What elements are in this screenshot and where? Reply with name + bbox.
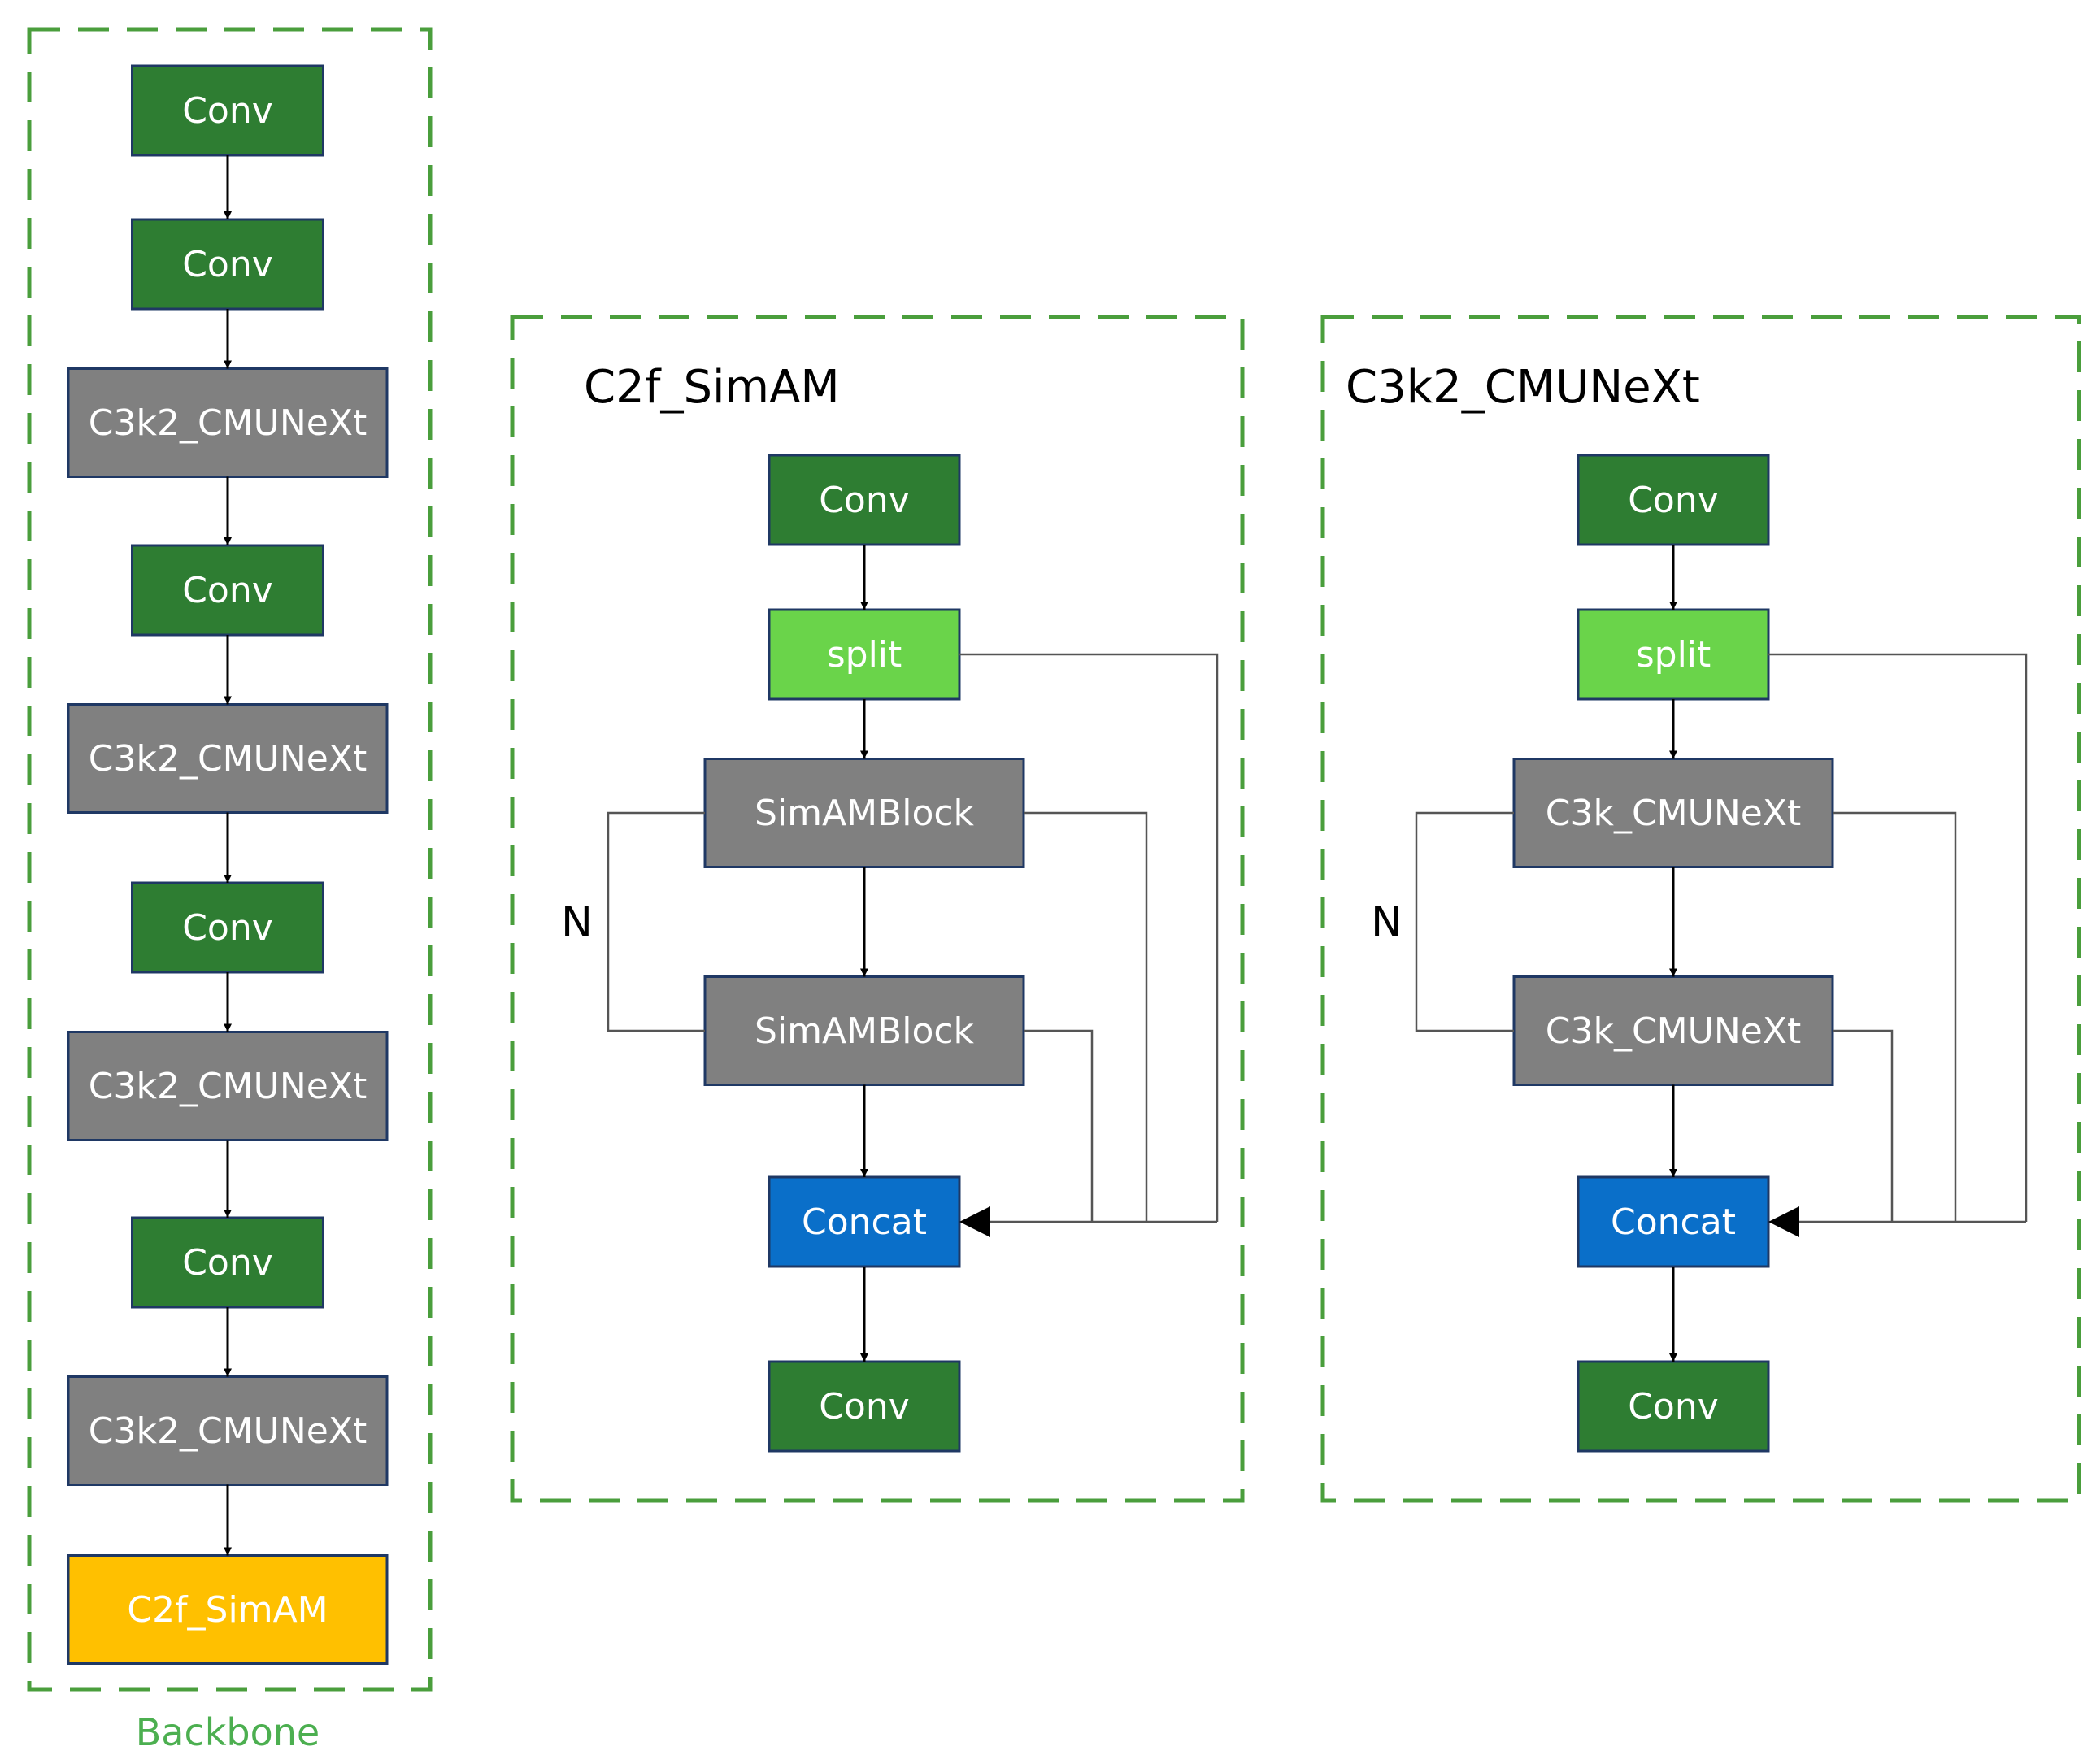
- module-1-title: C3k2_CMUNeXt: [1346, 361, 1700, 414]
- backbone-block-6: C3k2_CMUNeXt: [67, 1031, 389, 1141]
- module-0-block-1: SimAMBlock: [703, 758, 1025, 868]
- backbone-block-1: Conv: [131, 218, 324, 311]
- backbone-block-8-rect: [67, 1375, 389, 1486]
- module-0-block-2: SimAMBlock: [703, 975, 1025, 1086]
- backbone-block-5: Conv: [131, 881, 324, 974]
- backbone-block-7-label: Conv: [182, 1242, 273, 1284]
- backbone-frame: [27, 27, 433, 1692]
- backbone-block-0: Conv: [131, 64, 324, 157]
- module-1-block-1-label: C3k_CMUNeXt: [1546, 793, 1801, 834]
- backbone-block-2: C3k2_CMUNeXt: [67, 367, 389, 478]
- module-0-block-2-label: SimAMBlock: [755, 1010, 975, 1052]
- backbone-caption: Backbone: [136, 1710, 320, 1754]
- module-0-conv-bottom-label: Conv: [819, 1386, 910, 1427]
- module-0-repeat-label: N: [561, 898, 593, 947]
- backbone-block-5-rect: [131, 881, 324, 974]
- module-0-frame: [510, 315, 1245, 1503]
- backbone-block-3-label: Conv: [182, 570, 273, 611]
- backbone-block-8: C3k2_CMUNeXt: [67, 1375, 389, 1486]
- backbone-block-6-rect: [67, 1031, 389, 1141]
- module-0-repeat-loop: [607, 811, 705, 1032]
- module-1-block-1-rect: [1512, 758, 1834, 868]
- module-1-skip-split: [1768, 653, 2028, 1222]
- module-0-split-label: split: [827, 634, 902, 676]
- backbone-block-9-rect: [67, 1554, 389, 1665]
- module-0-conv-bottom: Conv: [768, 1360, 961, 1453]
- module-0-skip-block1: [1024, 811, 1148, 1222]
- module-0-title: C2f_SimAM: [584, 361, 840, 414]
- backbone-block-7-rect: [131, 1216, 324, 1309]
- module-1-block-2: C3k_CMUNeXt: [1512, 975, 1834, 1086]
- module-1-conv-bottom: Conv: [1577, 1360, 1770, 1453]
- module-1-block-2-label: C3k_CMUNeXt: [1546, 1010, 1801, 1052]
- backbone-block-0-label: Conv: [182, 90, 273, 132]
- module-1-split: split: [1577, 608, 1770, 701]
- backbone-block-6-label: C3k2_CMUNeXt: [89, 1066, 367, 1107]
- module-1-conv-top: Conv: [1577, 454, 1770, 546]
- backbone-block-9: C2f_SimAM: [67, 1554, 389, 1665]
- module-0-split-rect: [768, 608, 961, 701]
- backbone-block-7: Conv: [131, 1216, 324, 1309]
- module-0-split: split: [768, 608, 961, 701]
- module-0-block-2-rect: [703, 975, 1025, 1086]
- backbone-block-4-label: C3k2_CMUNeXt: [89, 738, 367, 780]
- backbone-block-5-label: Conv: [182, 907, 273, 949]
- module-0-concat: Concat: [768, 1175, 961, 1268]
- module-1-split-label: split: [1636, 634, 1711, 676]
- module-1-concat-label: Concat: [1611, 1201, 1736, 1243]
- module-1-skip-block2: [1833, 1029, 1894, 1222]
- module-1-repeat-loop: [1415, 811, 1514, 1032]
- module-1-repeat-label: N: [1371, 898, 1403, 947]
- backbone-block-2-label: C3k2_CMUNeXt: [89, 402, 367, 444]
- module-0-block-1-rect: [703, 758, 1025, 868]
- module-1-conv-bottom-rect: [1577, 1360, 1770, 1453]
- module-0-concat-input-arrowhead: [959, 1206, 990, 1237]
- backbone-block-1-rect: [131, 218, 324, 311]
- module-0-conv-bottom-rect: [768, 1360, 961, 1453]
- module-1-frame: [1320, 315, 2081, 1503]
- module-0-skip-block2: [1024, 1029, 1094, 1222]
- backbone-block-3: Conv: [131, 544, 324, 637]
- module-1-conv-bottom-label: Conv: [1628, 1386, 1719, 1427]
- backbone-block-1-label: Conv: [182, 244, 273, 285]
- module-0-skip-split: [959, 653, 1219, 1222]
- module-1-concat: Concat: [1577, 1175, 1770, 1268]
- module-1-skip-block1: [1833, 811, 1957, 1222]
- module-0-concat-rect: [768, 1175, 961, 1268]
- module-1-block-1: C3k_CMUNeXt: [1512, 758, 1834, 868]
- module-1-conv-top-label: Conv: [1628, 480, 1719, 521]
- backbone-block-3-rect: [131, 544, 324, 637]
- module-0-block-1-label: SimAMBlock: [755, 793, 975, 834]
- module-0-concat-label: Concat: [802, 1201, 927, 1243]
- backbone-block-4: C3k2_CMUNeXt: [67, 703, 389, 814]
- module-0-conv-top-rect: [768, 454, 961, 546]
- backbone-block-8-label: C3k2_CMUNeXt: [89, 1410, 367, 1452]
- backbone-block-9-label: C2f_SimAM: [127, 1589, 328, 1631]
- module-0-conv-top-label: Conv: [819, 480, 910, 521]
- module-1-concat-input-arrowhead: [1768, 1206, 1799, 1237]
- module-0-conv-top: Conv: [768, 454, 961, 546]
